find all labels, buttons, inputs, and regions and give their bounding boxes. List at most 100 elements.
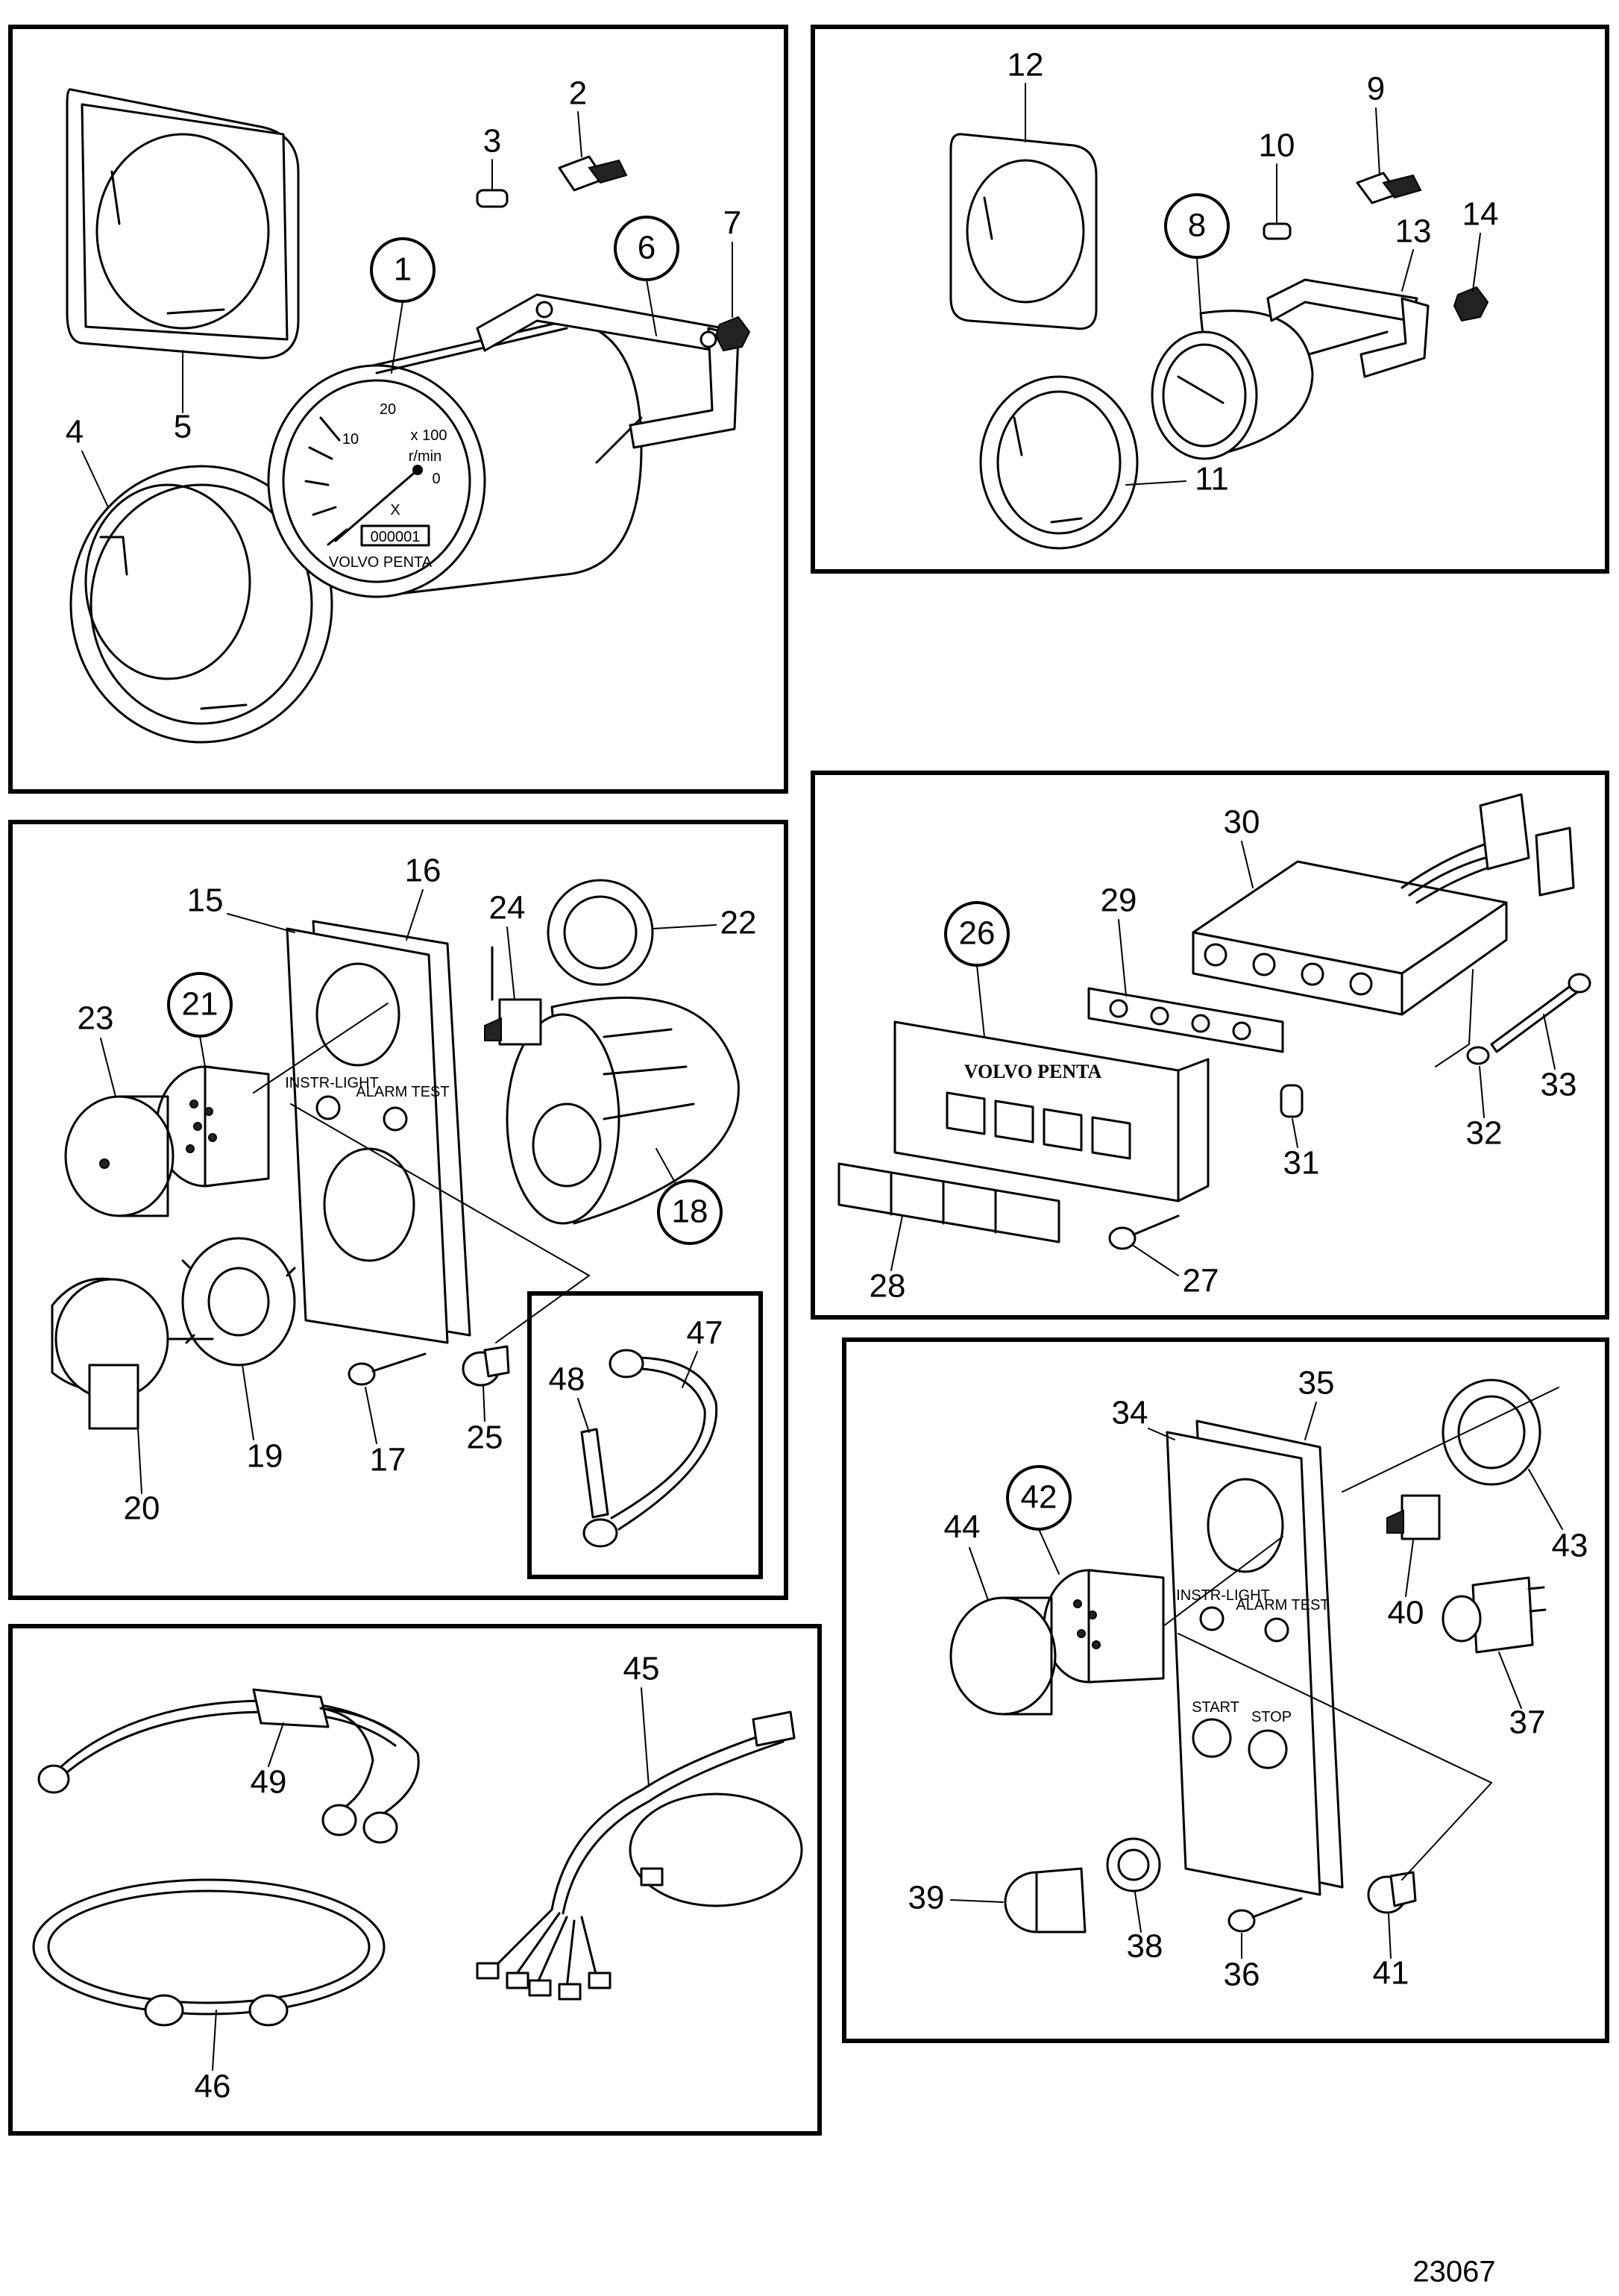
part-13-bracket xyxy=(1266,278,1430,378)
gauge-symbol-text: X xyxy=(390,502,400,518)
callout-circle-18 xyxy=(657,1179,723,1245)
label-34: 34 xyxy=(1112,1395,1148,1431)
label-20: 20 xyxy=(124,1490,160,1527)
label-23: 23 xyxy=(78,1000,114,1037)
part-28-symbol-strip xyxy=(837,1162,1060,1243)
gauge-counter-text: 000001 xyxy=(371,529,421,545)
label-41: 41 xyxy=(1373,1955,1409,1992)
label-30: 30 xyxy=(1224,804,1260,841)
part-41-indicator xyxy=(1367,1871,1417,1914)
label-40: 40 xyxy=(1388,1595,1424,1631)
label-48: 48 xyxy=(549,1361,585,1398)
panel-frame-cables xyxy=(8,1624,822,2136)
part-34-panel-plate: INSTR-LIGHT ALARM TEST START STOP xyxy=(1166,1431,1330,1896)
part-10-bulb xyxy=(1263,222,1292,240)
label-2: 2 xyxy=(569,75,587,112)
part-17-screw xyxy=(348,1352,427,1386)
part-46-cable xyxy=(32,1878,386,2027)
instrument-panel-b-group: INSTR-LIGHT ALARM TEST START STOP xyxy=(949,1378,1559,1933)
panel-b-leader-line xyxy=(1163,1536,1283,1627)
label-43: 43 xyxy=(1552,1528,1588,1564)
extension-harness-group xyxy=(580,1349,718,1548)
part-7-nut xyxy=(714,316,751,352)
label-47: 47 xyxy=(687,1315,723,1352)
part-5-square-cover xyxy=(66,88,300,360)
panel-frame-instrument-panel-b xyxy=(842,1337,1609,2043)
part-14-nut xyxy=(1453,286,1489,322)
label-31: 31 xyxy=(1283,1145,1320,1182)
label-13: 13 xyxy=(1395,213,1432,250)
part-29-lamp-holder-strip xyxy=(1087,987,1284,1053)
part-27-screw xyxy=(1108,1214,1180,1250)
label-18: 18 xyxy=(672,1194,708,1230)
alarm-panel-group: VOLVO PENTA xyxy=(837,793,1591,1250)
part-11-bezel-ring xyxy=(979,375,1139,550)
label-19: 19 xyxy=(247,1438,283,1475)
part-43-nut-ring xyxy=(1442,1378,1541,1486)
label-6: 6 xyxy=(638,230,656,266)
part-6-bracket xyxy=(476,293,740,449)
part-9-bulb-holder xyxy=(1356,172,1422,204)
label-24: 24 xyxy=(489,890,526,926)
part-38-washer xyxy=(1106,1837,1161,1892)
panel-a-leader-line xyxy=(253,1003,389,1094)
label-35: 35 xyxy=(1298,1365,1335,1402)
label-9: 9 xyxy=(1367,71,1385,107)
part-32-washer xyxy=(1466,1046,1490,1065)
part-33-bolt xyxy=(1490,973,1591,1053)
panel-b-start-text: START xyxy=(1192,1699,1239,1716)
part-39-push-button xyxy=(1004,1867,1087,1933)
label-28: 28 xyxy=(870,1268,906,1305)
label-46: 46 xyxy=(195,2068,231,2105)
gauge-zero-text: 0 xyxy=(432,471,440,487)
part-48-sleeve xyxy=(580,1428,609,1519)
part-23-buzzer-cap xyxy=(64,1095,175,1217)
figure-reference-number: 23067 xyxy=(1412,2256,1495,2289)
panel-b-alarm-test-text: ALARM TEST xyxy=(1236,1597,1329,1613)
label-37: 37 xyxy=(1509,1704,1546,1741)
part-12-square-cover xyxy=(949,133,1098,330)
small-gauge-group xyxy=(949,133,1489,550)
label-29: 29 xyxy=(1101,882,1137,919)
label-25: 25 xyxy=(467,1420,503,1456)
panel-a-instr-light-text: INSTR-LIGHT xyxy=(285,1075,379,1091)
part-24-switch xyxy=(484,946,542,1046)
part-47-harness xyxy=(582,1349,718,1548)
label-5: 5 xyxy=(174,409,192,445)
label-4: 4 xyxy=(66,414,84,451)
label-7: 7 xyxy=(723,205,741,242)
label-32: 32 xyxy=(1466,1115,1503,1152)
part-2-bulb-holder xyxy=(558,155,628,192)
label-33: 33 xyxy=(1541,1067,1577,1103)
gauge-brand-text: VOLVO PENTA xyxy=(329,554,433,571)
panel-b-stop-text: STOP xyxy=(1251,1709,1292,1725)
alarm-leader-line xyxy=(1435,969,1474,1067)
part-49-y-cable xyxy=(37,1688,420,1844)
panel-b-leader-line-2 xyxy=(1178,1633,1493,1881)
part-44-buzzer-cap xyxy=(949,1596,1057,1716)
panel-frame-alarm-panel xyxy=(811,771,1609,1320)
part-3-bulb xyxy=(476,189,509,208)
part-8-small-gauge xyxy=(1151,310,1389,460)
part-42-buzzer xyxy=(1043,1569,1165,1684)
part-4-bezel-ring xyxy=(69,465,333,744)
part-20-key-switch xyxy=(51,1277,214,1430)
label-10: 10 xyxy=(1259,128,1295,164)
panel-a-alarm-test-text: ALARM TEST xyxy=(356,1084,449,1100)
part-15-panel-plate: INSTR-LIGHT ALARM TEST xyxy=(285,927,450,1344)
panel-frame-extension-harness xyxy=(527,1291,763,1579)
part-40-switch xyxy=(1386,1494,1441,1540)
part-22-nut-ring xyxy=(547,879,654,986)
tachometer-group: 10 20 0 x 100 r/min X 000001 VOLVO PENTA xyxy=(66,88,751,744)
gauge-multiplier-text: x 100 xyxy=(411,427,447,444)
gauge-scale-mid-text: 10 xyxy=(342,431,359,448)
panel-a-leader-line-2 xyxy=(290,1103,591,1343)
label-27: 27 xyxy=(1183,1263,1219,1299)
label-11: 11 xyxy=(1195,461,1229,498)
part-37-start-switch xyxy=(1442,1576,1547,1654)
part-19-lock-nut xyxy=(181,1237,296,1367)
label-45: 45 xyxy=(623,1651,660,1687)
part-21-buzzer xyxy=(155,1065,270,1188)
panel-b-leader-line-3 xyxy=(1342,1387,1559,1493)
label-16: 16 xyxy=(405,853,441,889)
